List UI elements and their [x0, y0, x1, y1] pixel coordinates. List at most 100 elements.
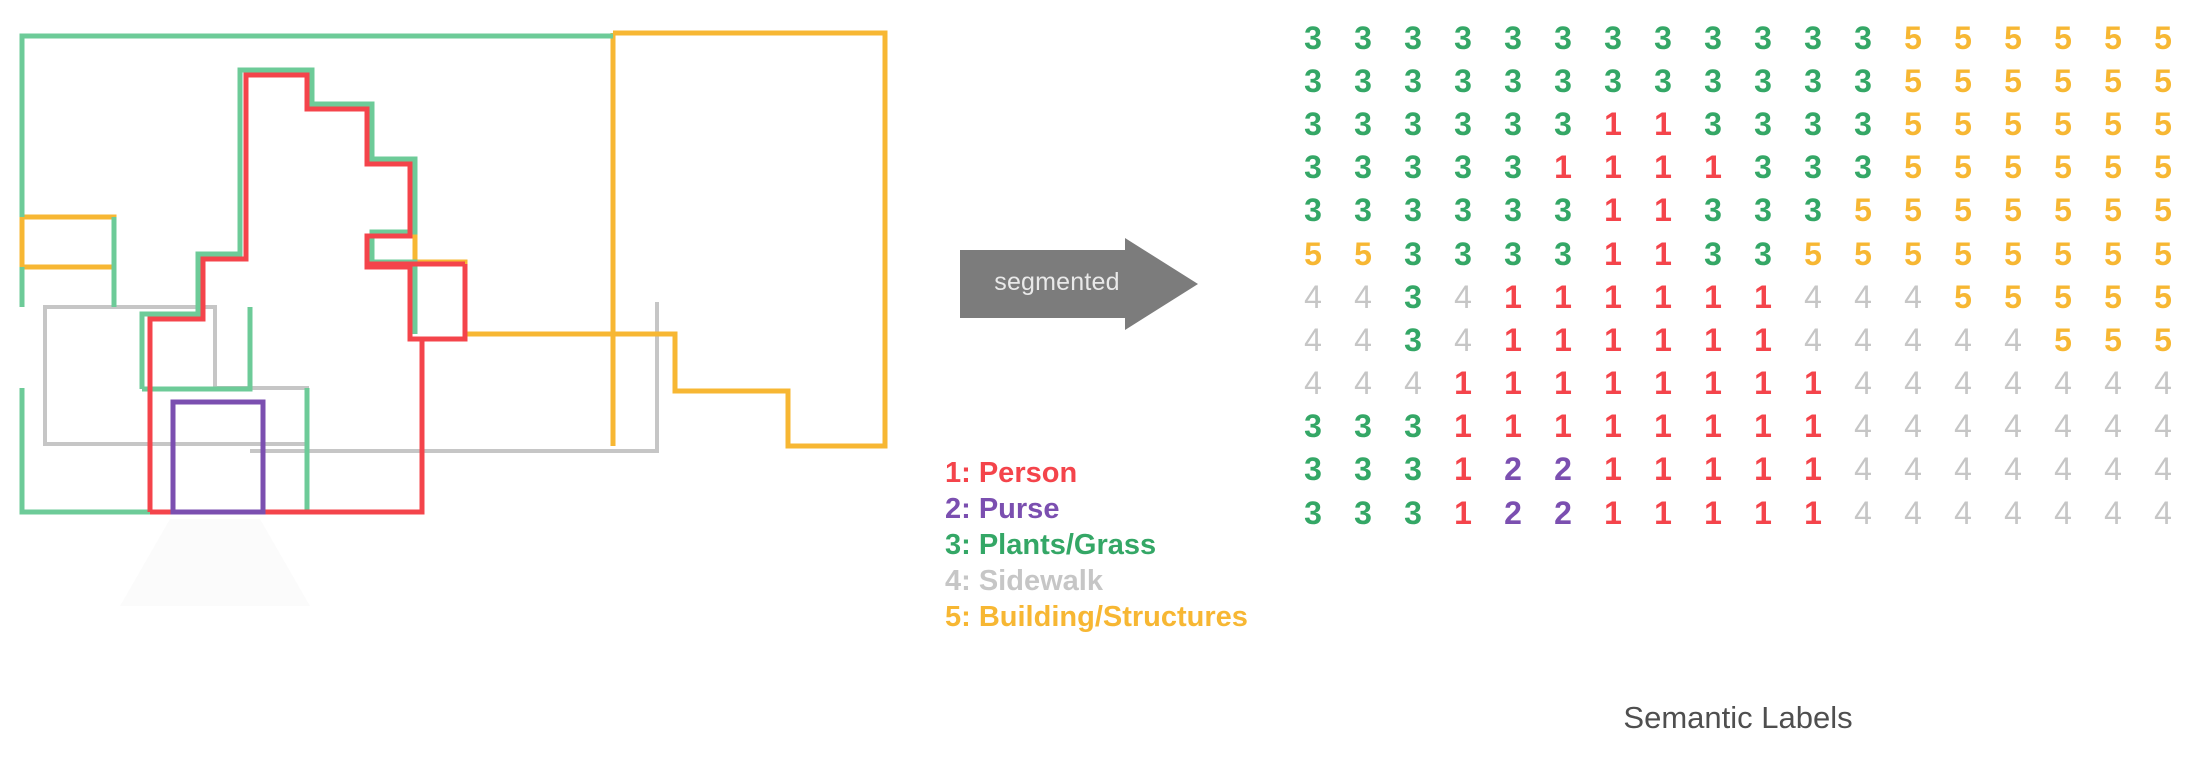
- grid-cell: 1: [1604, 105, 1622, 142]
- right-arrow-icon: [960, 238, 1198, 330]
- grid-cell: 1: [1754, 365, 1772, 402]
- grid-cell: 1: [1704, 365, 1722, 402]
- grid-cell: 1: [1604, 192, 1622, 229]
- grid-cell: 5: [1954, 62, 1972, 99]
- grid-cell: 5: [1854, 235, 1872, 272]
- grid-cell: 1: [1504, 408, 1522, 445]
- grid-cell: 3: [1404, 235, 1422, 272]
- grid-cell: 4: [1954, 365, 1972, 402]
- grid-cell: 1: [1704, 408, 1722, 445]
- grid-cell: 4: [1904, 408, 1922, 445]
- grid-cell: 4: [2154, 408, 2172, 445]
- grid-cell: 3: [1804, 192, 1822, 229]
- grid-cell: 1: [1604, 494, 1622, 531]
- grid-cell: 1: [1604, 451, 1622, 488]
- grid-cell: 1: [1604, 408, 1622, 445]
- grid-cell: 3: [1654, 62, 1672, 99]
- grid-cell: 1: [1654, 192, 1672, 229]
- grid-cell: 1: [1704, 321, 1722, 358]
- grid-cell: 1: [1454, 365, 1472, 402]
- grid-cell: 5: [2154, 105, 2172, 142]
- grid-cell: 2: [1504, 494, 1522, 531]
- grid-cell: 5: [2054, 321, 2072, 358]
- grid-cell: 4: [2054, 494, 2072, 531]
- grid-cell: 4: [2154, 451, 2172, 488]
- grid-cell: 1: [1654, 408, 1672, 445]
- grid-cell: 3: [1454, 105, 1472, 142]
- grid-cell: 3: [1304, 408, 1322, 445]
- grid-cell: 3: [1704, 105, 1722, 142]
- grid-cell: 3: [1354, 105, 1372, 142]
- grid-cell: 1: [1554, 365, 1572, 402]
- grid-cell: 5: [1954, 149, 1972, 186]
- grid-cell: 4: [1304, 365, 1322, 402]
- grid-cell: 3: [1804, 105, 1822, 142]
- grid-cell: 1: [1654, 105, 1672, 142]
- grid-cell: 5: [1954, 192, 1972, 229]
- grid-cell: 1: [1754, 278, 1772, 315]
- grid-cell: 1: [1454, 451, 1472, 488]
- grid-cell: 5: [2104, 235, 2122, 272]
- grid-cell: 1: [1754, 451, 1772, 488]
- grid-cell: 1: [1504, 278, 1522, 315]
- grid-cell: 4: [2004, 408, 2022, 445]
- grid-cell: 3: [1504, 149, 1522, 186]
- grid-cell: 3: [1354, 192, 1372, 229]
- grid-cell: 1: [1604, 321, 1622, 358]
- grid-cell: 3: [1404, 192, 1422, 229]
- grid-cell: 3: [1304, 149, 1322, 186]
- segmented-arrow: segmented: [960, 238, 1200, 330]
- grid-cell: 3: [1754, 19, 1772, 56]
- grid-cell: 1: [1604, 235, 1622, 272]
- grid-cell: 4: [2104, 365, 2122, 402]
- grid-cell: 5: [2104, 321, 2122, 358]
- grid-cell: 3: [1304, 62, 1322, 99]
- grid-cell: 3: [1704, 19, 1722, 56]
- grid-cell: 3: [1354, 149, 1372, 186]
- grid-cell: 3: [1404, 451, 1422, 488]
- legend-item-person: 1: Person: [945, 457, 1078, 489]
- grid-cell: 5: [2004, 149, 2022, 186]
- grid-cell: 5: [2104, 192, 2122, 229]
- grid-cell: 3: [1854, 149, 1872, 186]
- grid-cell: 3: [1554, 235, 1572, 272]
- grid-cell: 5: [2104, 149, 2122, 186]
- grid-cell: 3: [1454, 149, 1472, 186]
- grid-cell: 5: [2154, 192, 2172, 229]
- grid-cell: 4: [1454, 278, 1472, 315]
- class-legend: 1: Person 2: Purse 3: Plants/Grass 4: Si…: [945, 455, 1275, 635]
- grid-cell: 3: [1754, 149, 1772, 186]
- grid-cell: 4: [1904, 494, 1922, 531]
- grid-cell: 2: [1504, 451, 1522, 488]
- grid-cell: 5: [1954, 19, 1972, 56]
- grid-cell: 4: [1854, 451, 1872, 488]
- grid-cell: 5: [2004, 192, 2022, 229]
- grid-cell: 4: [2004, 365, 2022, 402]
- grid-cell: 3: [1554, 105, 1572, 142]
- grid-cell: 4: [1354, 321, 1372, 358]
- grid-cell: 1: [1504, 321, 1522, 358]
- grid-cell: 5: [2004, 105, 2022, 142]
- grid-cell: 3: [1304, 105, 1322, 142]
- grid-cell: 1: [1654, 149, 1672, 186]
- legend-item-building-structures: 5: Building/Structures: [945, 601, 1248, 633]
- segmentation-outline-illustration: [10, 14, 890, 606]
- grid-cell: 3: [1504, 192, 1522, 229]
- grid-cell: 1: [1804, 494, 1822, 531]
- grid-cell: 3: [1754, 105, 1772, 142]
- grid-cell: 4: [2104, 494, 2122, 531]
- grid-cell: 4: [1904, 451, 1922, 488]
- grid-cell: 5: [2104, 278, 2122, 315]
- grid-cell: 4: [1854, 365, 1872, 402]
- grid-cell: 1: [1554, 408, 1572, 445]
- grid-cell: 3: [1304, 494, 1322, 531]
- grid-cell: 2: [1554, 451, 1572, 488]
- grid-cell: 4: [2054, 365, 2072, 402]
- legend-item-purse: 2: Purse: [945, 493, 1060, 525]
- grid-cell: 5: [2104, 19, 2122, 56]
- grid-caption: Semantic Labels: [1623, 700, 1853, 735]
